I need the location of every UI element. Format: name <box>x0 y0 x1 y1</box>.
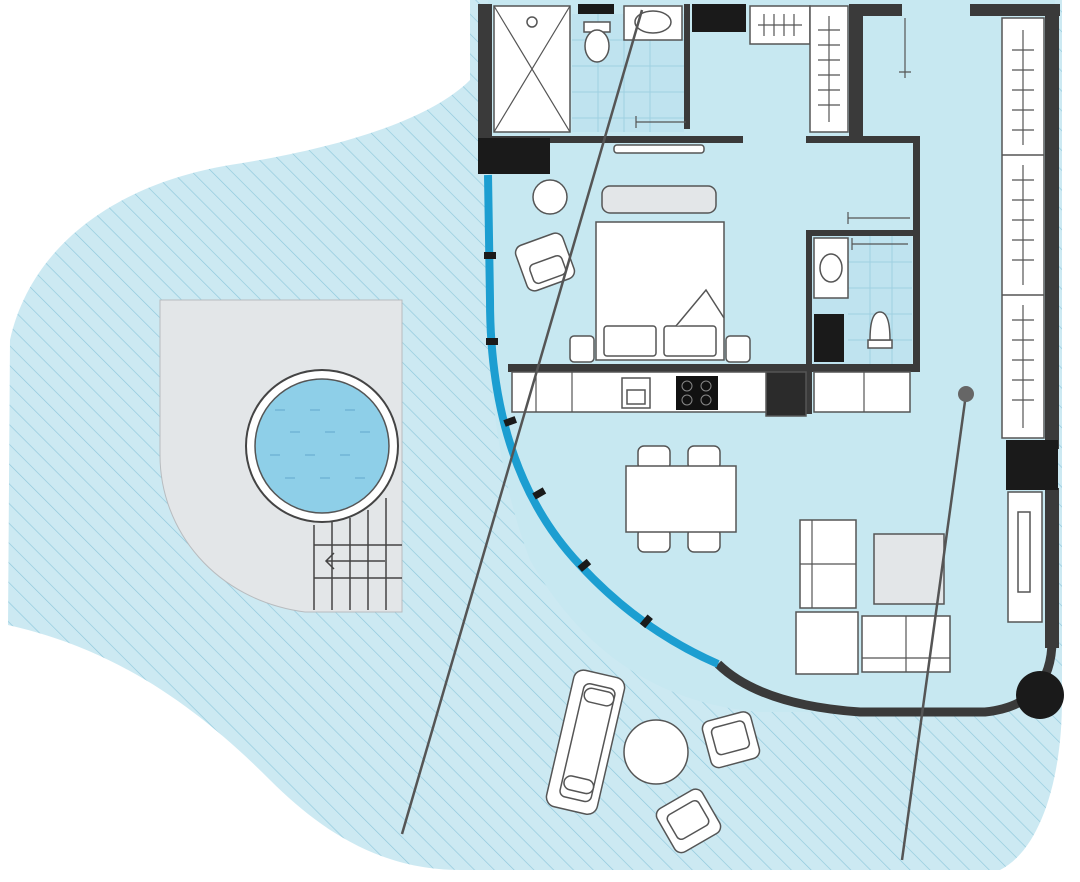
bench <box>601 185 717 214</box>
ensuite-shower <box>814 314 844 362</box>
sofa-living <box>861 615 951 673</box>
armchair-bedroom <box>514 232 576 292</box>
curved-glazing <box>484 174 720 668</box>
pool-ripples <box>270 409 370 479</box>
dining-table <box>625 465 737 533</box>
column-right <box>1006 440 1058 490</box>
column-top-small <box>578 4 614 14</box>
pool-water <box>254 378 390 514</box>
outdoor-chair-2 <box>655 788 722 854</box>
wardrobe-top-right <box>809 5 849 133</box>
double-bed <box>595 221 725 361</box>
pool-steps-arrow-icon <box>324 552 385 570</box>
column-top-left <box>478 138 550 174</box>
corner-column <box>1016 671 1064 719</box>
toilet-icon <box>583 21 611 63</box>
section-line-left <box>400 9 644 835</box>
toilet-icon <box>867 311 893 349</box>
washbasin-icon <box>623 5 683 41</box>
armchair-living <box>799 519 857 609</box>
outdoor-sofa <box>545 669 626 815</box>
walls <box>478 4 1060 648</box>
nightstand-left <box>569 335 595 363</box>
wardrobe-right <box>1001 17 1045 439</box>
bedroom-tv <box>613 144 705 154</box>
wardrobe-top-middle <box>749 5 811 45</box>
column-top-middle <box>692 4 746 32</box>
cabinet-lower-right <box>1007 491 1043 623</box>
hob-icon <box>676 376 718 410</box>
column-fridge <box>765 371 807 417</box>
outdoor-chair-1 <box>701 711 761 769</box>
glazing-mullions <box>484 252 653 629</box>
kitchen-cabinet-right <box>813 371 911 413</box>
section-line-right <box>900 393 968 861</box>
washbasin-icon <box>813 237 849 299</box>
outdoor-table <box>623 719 689 785</box>
ottoman <box>795 611 859 675</box>
dining-set <box>625 445 737 553</box>
nightstand-right <box>725 335 751 363</box>
coffee-table <box>873 533 945 605</box>
bedside-lamp-round <box>532 179 568 215</box>
section-marker-icon <box>958 386 974 402</box>
kitchen-sink-icon <box>621 377 651 409</box>
